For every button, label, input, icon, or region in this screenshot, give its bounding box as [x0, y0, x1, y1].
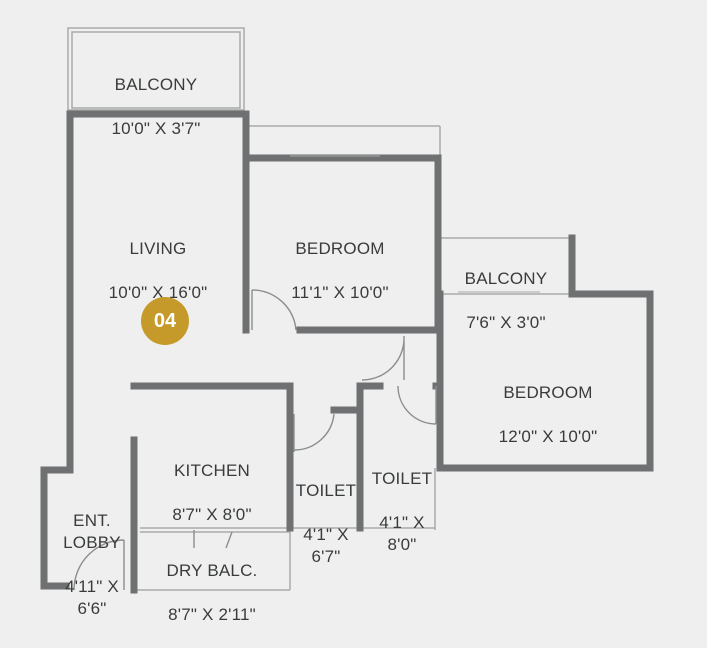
room-name: BEDROOM — [295, 239, 385, 258]
room-size: 12'0" X 10'0" — [498, 427, 598, 446]
dry-balcony-label: DRY BALC. 8'7" X 2'11" — [167, 538, 258, 648]
bedroom-1-label: BEDROOM 11'1" X 10'0" — [291, 216, 388, 326]
room-name: BALCONY — [114, 75, 198, 94]
room-size: 7'6" X 3'0" — [466, 313, 546, 332]
toilet-1-label: TOILET 4'1" X 6'7" — [296, 458, 356, 590]
room-name: BEDROOM — [503, 383, 593, 402]
room-size: 8'7" X 8'0" — [172, 505, 252, 524]
room-name: LIVING — [129, 239, 187, 258]
room-name: DRY BALC. — [166, 561, 258, 580]
bedroom-2-label: BEDROOM 12'0" X 10'0" — [499, 360, 598, 470]
room-name: TOILET — [371, 469, 433, 488]
room-name: ENT. LOBBY — [63, 511, 121, 552]
room-size: 10'0" X 16'0" — [108, 283, 208, 302]
room-name: TOILET — [295, 481, 357, 500]
toilet1-door — [293, 413, 335, 452]
room-size: 10'0" X 3'7" — [111, 119, 201, 138]
dry-balc-door — [193, 530, 233, 549]
room-size: 4'1" X 6'7" — [303, 525, 349, 566]
balcony-top-label: BALCONY 10'0" X 3'7" — [111, 52, 200, 162]
toilet2-door — [397, 385, 437, 425]
room-size: 4'11" X 6'6" — [65, 577, 119, 618]
room-size: 4'1" X 8'0" — [379, 513, 425, 554]
room-size: 8'7" X 2'11" — [168, 605, 256, 624]
room-name: KITCHEN — [173, 461, 251, 480]
living-bedroom-door — [251, 289, 297, 331]
entrance-door — [73, 539, 125, 591]
windows — [118, 109, 540, 293]
balcony-right-label: BALCONY 7'6" X 3'0" — [465, 246, 548, 356]
ent-lobby-label: ENT. LOBBY 4'11" X 6'6" — [63, 488, 121, 642]
kitchen-label: KITCHEN 8'7" X 8'0" — [172, 438, 251, 548]
door-swings — [73, 289, 437, 591]
room-size: 11'1" X 10'0" — [291, 283, 389, 302]
room-name: BALCONY — [464, 269, 548, 288]
walls — [40, 110, 654, 594]
unit-number-badge: 04 — [141, 297, 189, 345]
living-label: LIVING 10'0" X 16'0" — [109, 216, 208, 326]
toilet-2-label: TOILET 4'1" X 8'0" — [372, 446, 432, 578]
bedroom2-door — [361, 335, 405, 381]
